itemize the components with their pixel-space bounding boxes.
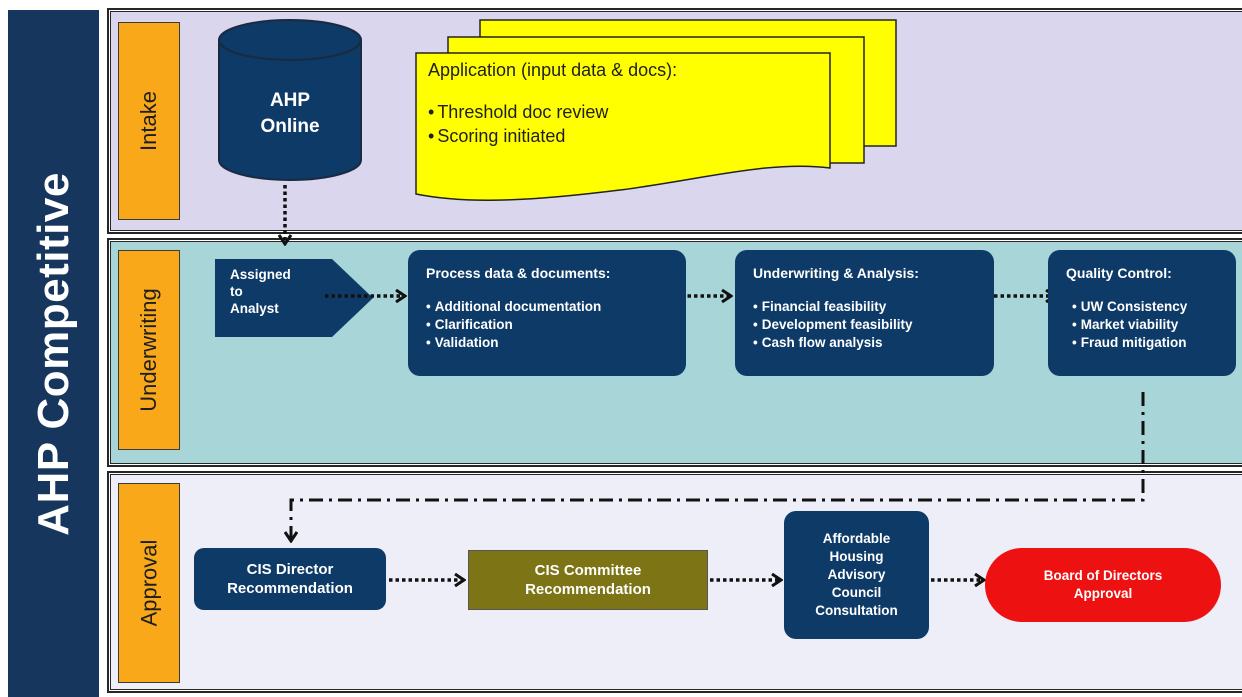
board-approval-box: Board of Directors Approval bbox=[985, 548, 1221, 622]
approval-lane-label: Approval bbox=[118, 483, 180, 683]
application-item: Threshold doc review bbox=[428, 100, 828, 124]
quality-control-item: Market viability bbox=[1066, 316, 1218, 334]
quality-control-title: Quality Control: bbox=[1066, 265, 1172, 281]
side-band bbox=[8, 10, 99, 697]
assigned-to-analyst-text: Assigned to Analyst bbox=[230, 267, 291, 316]
quality-control-item: Fraud mitigation bbox=[1066, 334, 1218, 352]
underwriting-analysis-box: Underwriting & Analysis: Financial feasi… bbox=[735, 250, 994, 376]
cis-committee-box: CIS Committee Recommendation bbox=[468, 550, 708, 610]
quality-control-list: UW Consistency Market viability Fraud mi… bbox=[1066, 298, 1218, 352]
quality-control-box: Quality Control: UW Consistency Market v… bbox=[1048, 250, 1236, 376]
process-data-item: Clarification bbox=[426, 316, 668, 334]
quality-control-item: UW Consistency bbox=[1066, 298, 1218, 316]
underwriting-analysis-list: Financial feasibility Development feasib… bbox=[753, 298, 976, 352]
process-data-item: Additional documentation bbox=[426, 298, 668, 316]
application-text: Application (input data & docs): Thresho… bbox=[428, 58, 828, 148]
process-data-list: Additional documentation Clarification V… bbox=[426, 298, 668, 352]
connector-qc-to-director bbox=[291, 392, 1145, 540]
underwriting-analysis-item: Development feasibility bbox=[753, 316, 976, 334]
application-item: Scoring initiated bbox=[428, 124, 828, 148]
underwriting-lane-label: Underwriting bbox=[118, 250, 180, 450]
advisory-council-box: Affordable Housing Advisory Council Cons… bbox=[784, 511, 929, 639]
cis-director-box: CIS Director Recommendation bbox=[194, 548, 386, 610]
underwriting-analysis-item: Cash flow analysis bbox=[753, 334, 976, 352]
assigned-shape bbox=[215, 259, 373, 337]
assigned-to-analyst-label: Assigned to Analyst bbox=[230, 266, 330, 317]
process-data-box: Process data & documents: Additional doc… bbox=[408, 250, 686, 376]
database-label: AHP Online bbox=[260, 90, 320, 137]
database-icon bbox=[218, 19, 362, 181]
underwriting-analysis-title: Underwriting & Analysis: bbox=[753, 265, 919, 281]
process-data-item: Validation bbox=[426, 334, 668, 352]
application-list: Threshold doc review Scoring initiated bbox=[428, 100, 828, 148]
intake-lane-label: Intake bbox=[118, 22, 180, 220]
underwriting-analysis-item: Financial feasibility bbox=[753, 298, 976, 316]
process-data-title: Process data & documents: bbox=[426, 265, 611, 281]
application-title: Application (input data & docs): bbox=[428, 60, 678, 80]
